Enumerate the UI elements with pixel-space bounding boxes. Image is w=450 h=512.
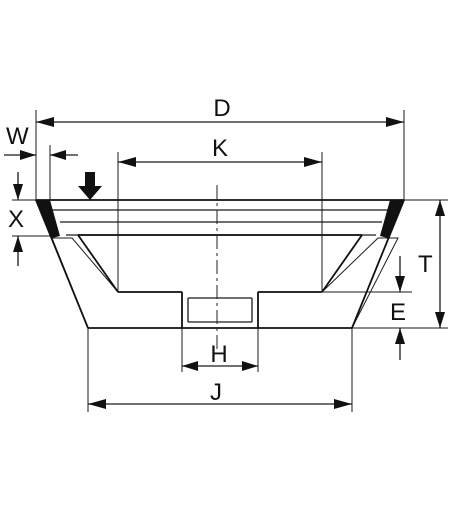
dimension-e: E [322,256,412,360]
dimension-e-label: E [390,299,406,326]
abrasive-rim-right [380,200,404,238]
grinding-face-arrow-icon [78,172,102,200]
dimension-k-label: K [212,135,228,162]
dimension-k: K [117,135,323,292]
dimension-w-label: W [6,123,29,150]
dimension-t: T [352,199,448,329]
dimension-x-label: X [8,206,24,233]
dimension-j: J [87,328,353,412]
abrasive-rim-left [36,200,60,238]
dimension-h-label: H [210,341,227,368]
dimension-d-label: D [213,95,230,122]
dimension-h: H [181,328,259,372]
dimension-w: W [4,123,78,200]
dimension-j-label: J [210,379,222,406]
wheel-outline [35,199,405,329]
wheel-body-section [51,237,399,329]
dimension-x: X [8,172,52,266]
dimension-t-label: T [418,251,433,278]
